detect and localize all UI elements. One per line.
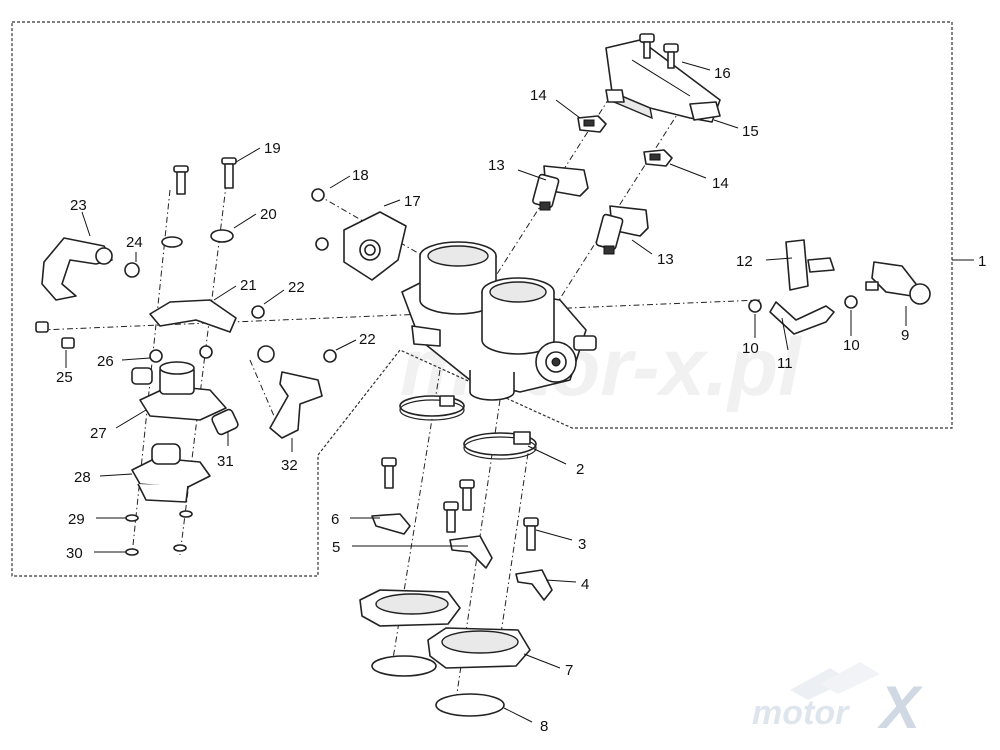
callout-29: 29	[68, 511, 85, 528]
valve-27	[131, 361, 227, 421]
bolts-3	[381, 457, 539, 551]
valve-28	[131, 443, 211, 503]
bracket-5	[449, 535, 493, 569]
screw-25	[35, 321, 75, 349]
callout-20: 20	[260, 206, 277, 223]
callout-28: 28	[74, 469, 91, 486]
callout-32: 32	[281, 457, 298, 474]
seal-14-upper	[577, 115, 607, 133]
bracket-21	[149, 299, 237, 333]
bracket-4	[515, 569, 553, 601]
callout-1: 1	[978, 253, 986, 270]
hose-23	[41, 237, 113, 301]
clip-24	[124, 262, 140, 278]
injector-13-lower	[595, 205, 649, 255]
clips-22	[251, 305, 337, 363]
sensor-9	[865, 261, 931, 305]
callout-13-upper: 13	[488, 157, 505, 174]
logo-text: motor	[752, 694, 850, 732]
callout-22-upper: 22	[288, 279, 305, 296]
callout-25: 25	[56, 369, 73, 386]
callout-31: 31	[217, 453, 234, 470]
callout-6: 6	[331, 511, 339, 528]
callout-14-upper: 14	[530, 87, 547, 104]
callout-10-left: 10	[742, 340, 759, 357]
o-ring-8-right	[435, 693, 505, 717]
callout-18: 18	[352, 167, 369, 184]
fuel-rail	[605, 39, 721, 123]
callout-12: 12	[736, 253, 753, 270]
callout-3: 3	[578, 536, 586, 553]
callout-24: 24	[126, 234, 143, 251]
callout-9: 9	[901, 327, 909, 344]
grommets-26	[149, 345, 213, 363]
hose-32	[257, 345, 323, 439]
assembly-border-main	[11, 21, 953, 577]
washers-29-30	[125, 510, 193, 556]
gasket-17	[343, 211, 407, 281]
callout-2: 2	[576, 461, 584, 478]
manifold-7-left	[359, 589, 461, 627]
manifold-7-right	[427, 627, 531, 669]
callout-23: 23	[70, 197, 87, 214]
bracket-6	[371, 513, 411, 535]
fitting-31	[211, 408, 239, 436]
callout-17: 17	[404, 193, 421, 210]
screws-18	[311, 188, 329, 251]
callout-30: 30	[66, 545, 83, 562]
callout-15: 15	[742, 123, 759, 140]
callout-27: 27	[90, 425, 107, 442]
screws-19	[173, 157, 237, 195]
bracket-12	[785, 239, 835, 291]
callout-26: 26	[97, 353, 114, 370]
clips-10	[748, 295, 858, 313]
o-ring-8-left	[371, 655, 437, 677]
injector-13-upper	[532, 165, 589, 211]
callout-4: 4	[581, 576, 589, 593]
callout-7: 7	[565, 662, 573, 679]
callout-14-lower: 14	[712, 175, 729, 192]
throttle-body	[401, 241, 597, 401]
clamp-2-lower	[463, 431, 537, 460]
screws-16	[639, 33, 679, 69]
callout-16: 16	[714, 65, 731, 82]
grommets-20	[161, 229, 234, 248]
callout-21: 21	[240, 277, 257, 294]
callout-11: 11	[777, 355, 793, 372]
callout-5: 5	[332, 539, 340, 556]
motor-x-logo: motor X	[752, 662, 924, 741]
callout-10-right: 10	[843, 337, 860, 354]
leader-lines	[65, 61, 974, 723]
callout-8: 8	[540, 718, 548, 735]
seal-14-lower	[643, 149, 673, 167]
callout-13-lower: 13	[657, 251, 674, 268]
callout-22-lower: 22	[359, 331, 376, 348]
logo-mark: X	[877, 674, 924, 741]
callout-labels: 1 2 3 4 5 6 7 8 9 10 10 11 12 13 13 14 1…	[56, 65, 986, 735]
clamp-2-upper	[399, 395, 465, 421]
callout-19: 19	[264, 140, 281, 157]
hose-11	[769, 301, 835, 335]
